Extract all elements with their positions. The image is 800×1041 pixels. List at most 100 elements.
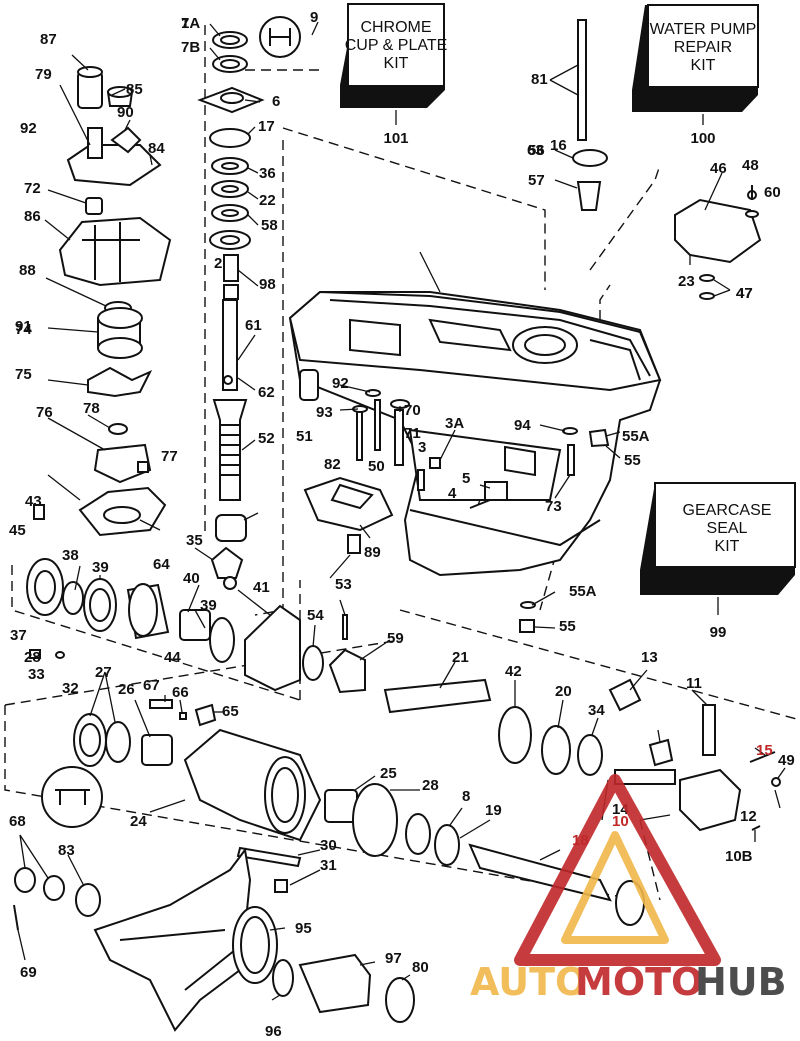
part-label-30: 30 [320, 837, 337, 854]
part-label-56: 56 [528, 142, 545, 159]
part-label-86: 86 [24, 208, 41, 225]
automotohub-watermark: AUTO MOTO HUB [470, 774, 787, 1004]
watermark-part-auto: AUTO [470, 960, 587, 1004]
part-label-55a: 55A [622, 428, 650, 445]
part-label-92: 92 [332, 375, 349, 392]
part-label-31: 31 [320, 857, 337, 874]
part-label-73: 73 [545, 498, 562, 515]
part-label-87: 87 [40, 31, 57, 48]
kit-seal-line1: GEARCASE [683, 502, 772, 519]
kit-chrome-line2: CUP & PLATE [345, 37, 448, 54]
part-label-22: 22 [259, 192, 276, 209]
part-label-59: 59 [387, 630, 404, 647]
part-label-27: 27 [95, 664, 112, 681]
part-label-7b: 7B [181, 39, 200, 56]
kit-box-chrome: CHROME CUP & PLATE KIT 101 [340, 3, 448, 147]
part-label-75: 75 [15, 366, 32, 383]
part-label-51: 51 [296, 428, 313, 445]
part-label-21: 21 [452, 649, 469, 666]
part-label-50: 50 [368, 458, 385, 475]
part-label-38: 38 [62, 547, 79, 564]
part-label-16: 16 [550, 137, 567, 154]
part-label-77: 77 [161, 448, 178, 465]
bearing-carrier-row [41, 699, 645, 926]
part-label-35: 35 [186, 532, 203, 549]
part-label-41: 41 [253, 579, 270, 596]
part-label-3: 3 [418, 439, 426, 456]
part-label-72: 72 [24, 180, 41, 197]
part-label-60: 60 [764, 184, 781, 201]
part-label-84: 84 [148, 140, 165, 157]
part-label-65: 65 [222, 703, 239, 720]
kit-box-water-pump: WATER PUMP REPAIR KIT 100 [632, 4, 759, 147]
part-label-79: 79 [35, 66, 52, 83]
part-label-83: 83 [58, 842, 75, 859]
part-label-49: 49 [778, 752, 795, 769]
kit-pump-number: 100 [690, 130, 715, 147]
propshaft-row [383, 678, 781, 832]
part-label-80: 80 [412, 959, 429, 976]
part-label-91: 91 [15, 318, 32, 335]
kit-pump-line3: KIT [691, 57, 716, 74]
part-label-85: 85 [126, 81, 143, 98]
part-label-55: 55 [624, 452, 641, 469]
part-label-8: 8 [462, 788, 470, 805]
part-label-44: 44 [164, 649, 181, 666]
part-label-39: 39 [92, 559, 109, 576]
part-label-93: 93 [316, 404, 333, 421]
watermark-part-hub: HUB [695, 960, 787, 1004]
kit-pump-line1: WATER PUMP [650, 21, 757, 38]
part-label-39: 39 [200, 597, 217, 614]
part-label-52: 52 [258, 430, 275, 447]
part-label-10: 10 [612, 813, 629, 830]
part-label-20: 20 [555, 683, 572, 700]
part-label-43: 43 [25, 493, 42, 510]
part-label-74: 74 [15, 321, 32, 338]
part-label-28: 28 [24, 649, 41, 666]
part-label-19: 19 [485, 802, 502, 819]
part-label-26: 26 [118, 681, 135, 698]
kit-chrome-number: 101 [383, 130, 408, 147]
part-label-1: 1 [181, 15, 189, 32]
part-label-67: 67 [143, 677, 160, 694]
part-label-4: 4 [448, 485, 457, 502]
part-label-70: 70 [404, 402, 421, 419]
part-label-97: 97 [385, 950, 402, 967]
part-label-37: 37 [10, 627, 27, 644]
part-label-64: 64 [153, 556, 170, 573]
kit-box-gearcase-seal: GEARCASE SEAL KIT 99 [640, 482, 796, 641]
part-label-53: 53 [335, 576, 352, 593]
part-label-55: 55 [559, 618, 576, 635]
part-label-66: 66 [172, 684, 189, 701]
propeller-assembly [13, 847, 415, 1032]
gearcase-housing [288, 290, 662, 577]
driveshaft-stack [197, 16, 301, 590]
part-label-88: 88 [19, 262, 36, 279]
part-label-10b: 10B [725, 848, 753, 865]
pinion-gear-row [26, 558, 366, 694]
part-label-81: 81 [531, 71, 548, 88]
part-label-48: 48 [742, 157, 759, 174]
part-label-15: 15 [756, 742, 773, 759]
kit-seal-line3: KIT [715, 538, 740, 555]
part-label-63: 63 [527, 142, 544, 159]
right-pump-parts [572, 19, 762, 300]
part-label-6: 6 [272, 93, 280, 110]
part-label-32: 32 [62, 680, 79, 697]
part-label-69: 69 [20, 964, 37, 981]
part-label-62: 62 [258, 384, 275, 401]
watermark-part-moto: MOTO [575, 960, 703, 1004]
part-label-82: 82 [324, 456, 341, 473]
water-pump-stack [33, 66, 172, 537]
kit-chrome-line1: CHROME [360, 19, 431, 36]
part-label-58: 58 [261, 217, 278, 234]
part-label-45: 45 [9, 522, 26, 539]
part-label-2: 2 [214, 255, 222, 272]
kit-chrome-line3: KIT [384, 55, 409, 72]
part-label-57: 57 [528, 172, 545, 189]
part-label-78: 78 [83, 400, 100, 417]
part-label-47: 47 [736, 285, 753, 302]
part-label-17: 17 [258, 118, 275, 135]
part-label-68: 68 [9, 813, 26, 830]
